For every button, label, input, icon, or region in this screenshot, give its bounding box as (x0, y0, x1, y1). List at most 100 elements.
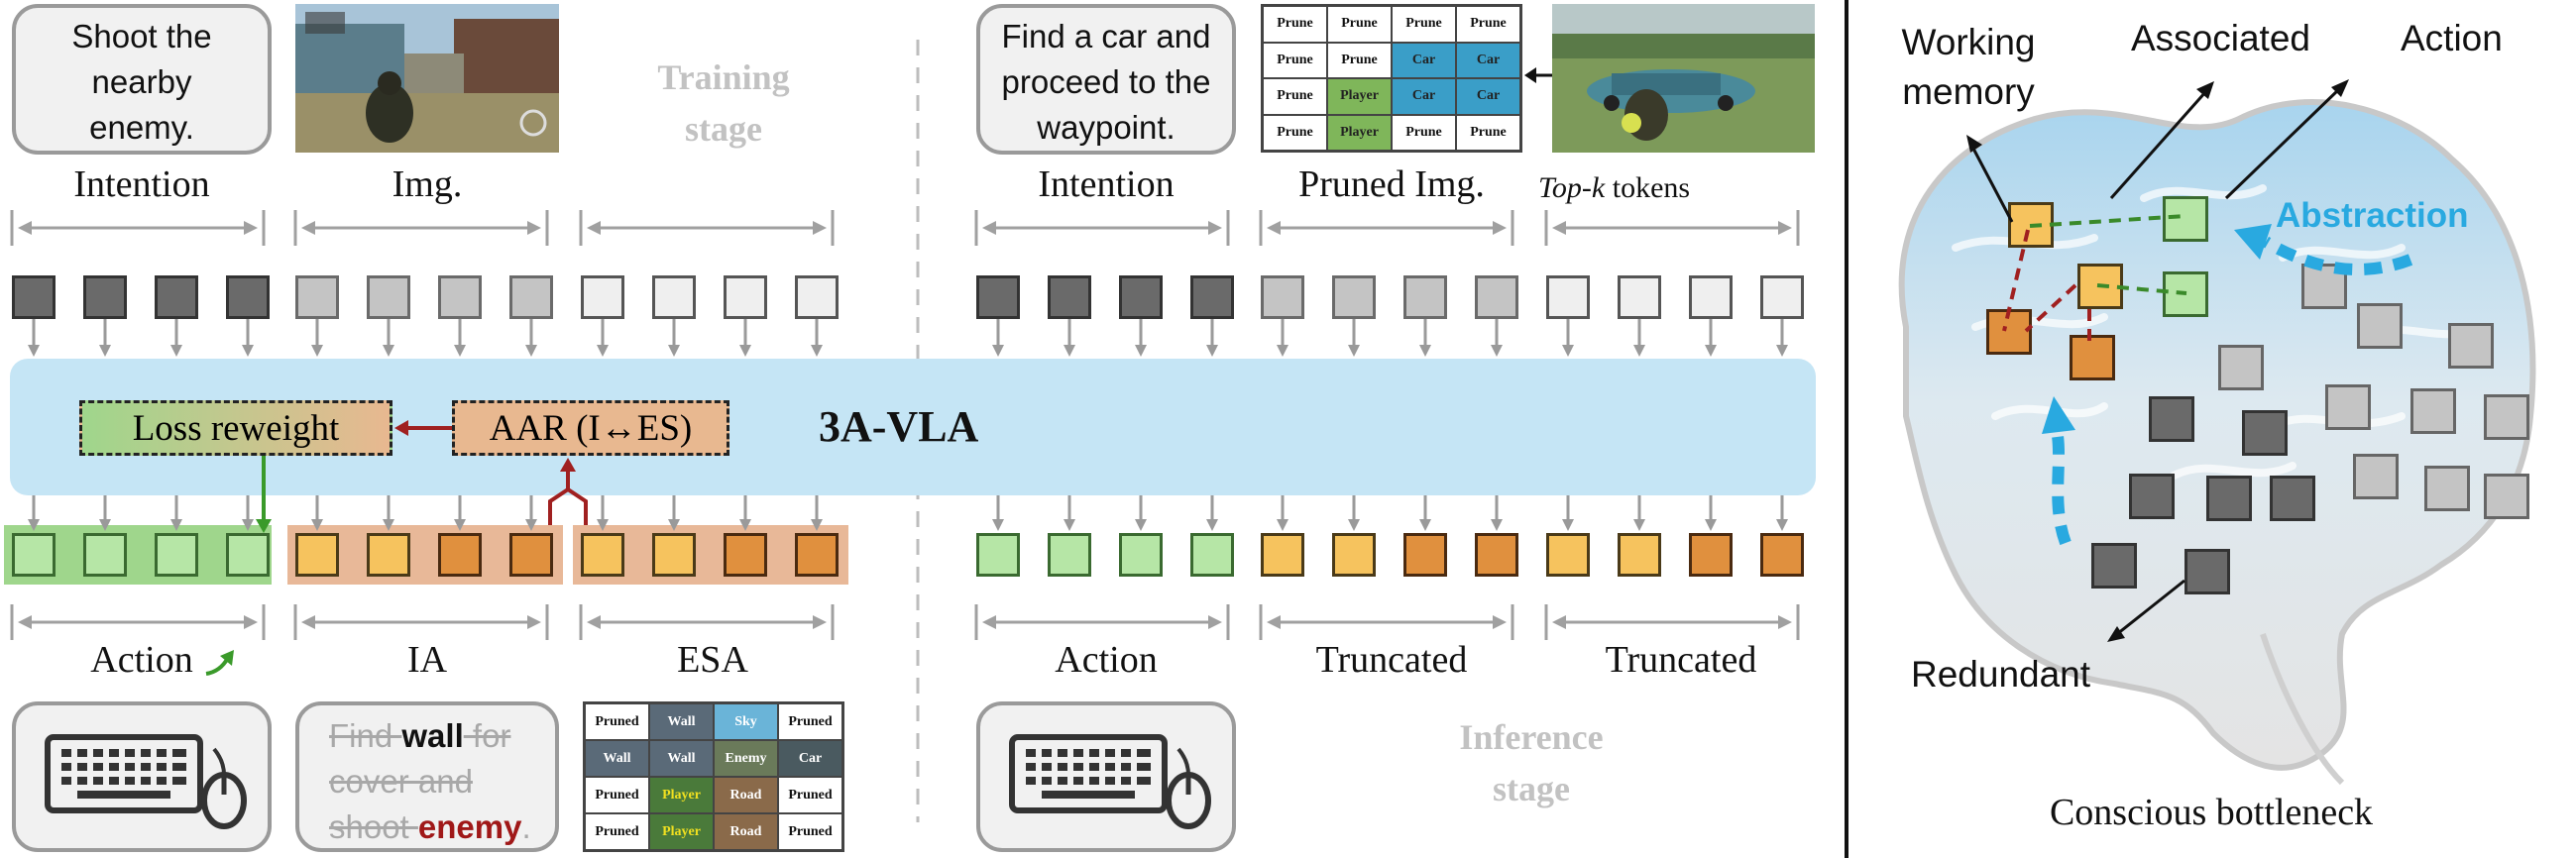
brain-token (2484, 394, 2529, 440)
input-token (976, 275, 1020, 319)
training-intention-label: Intention (73, 163, 210, 205)
training-action-label: Action (90, 639, 193, 681)
output-token (1475, 533, 1518, 577)
input-token (652, 275, 696, 319)
output-token (1760, 533, 1804, 577)
ia-text-box: Find wall for cover and shoot enemy. (295, 701, 559, 852)
inference-stage-label: Inference stage (1459, 717, 1604, 808)
grid-cell: Sky (714, 703, 778, 740)
inference-keyboard-box (976, 701, 1236, 852)
input-token (83, 275, 127, 319)
topk-tokens-caption: Top-k tokens (1538, 171, 1691, 204)
grid-cell: Player (649, 777, 714, 813)
grid-cell: Car (1456, 78, 1520, 115)
inference-game-screenshot (1552, 4, 1815, 153)
training-esa-label: ESA (677, 639, 748, 681)
brain-token (2357, 303, 2403, 349)
keyboard-mouse-icon (45, 734, 247, 829)
grid-cell: Prune (1456, 114, 1520, 151)
input-token (509, 275, 553, 319)
brain-token (2070, 335, 2115, 380)
brain-token (2206, 476, 2252, 521)
output-token (1048, 533, 1091, 577)
output-token (976, 533, 1020, 577)
input-token (1048, 275, 1091, 319)
brain-token (2091, 543, 2137, 589)
brain-token (2008, 202, 2054, 248)
keyboard-mouse-icon (1009, 734, 1211, 829)
loss-reweight-box: Loss reweight (79, 400, 392, 456)
input-token (1475, 275, 1518, 319)
pruned-img-label: Pruned Img. (1298, 163, 1485, 205)
grid-cell: Car (778, 740, 842, 777)
input-token (1618, 275, 1661, 319)
grid-cell: Wall (585, 740, 649, 777)
brain-token (2301, 264, 2347, 309)
grid-cell: Prune (1327, 6, 1392, 43)
abstraction-label: Abstraction (2276, 196, 2469, 235)
grid-cell: Road (714, 813, 778, 850)
brain-token (2129, 474, 2175, 519)
grid-cell: Prune (1392, 114, 1456, 151)
training-ia-label: IA (406, 639, 448, 681)
output-token (1119, 533, 1163, 577)
output-token (1261, 533, 1304, 577)
working-memory-label: Working memory (1901, 22, 2036, 112)
brain-token (2163, 271, 2208, 317)
grid-cell: Pruned (778, 813, 842, 850)
aar-box: AAR (I↔ES) (452, 400, 729, 456)
input-token (226, 275, 270, 319)
input-token (1332, 275, 1376, 319)
output-token (226, 533, 270, 577)
brain-token (2484, 474, 2529, 519)
grid-cell: Pruned (778, 777, 842, 813)
input-token (367, 275, 410, 319)
output-token (1546, 533, 1590, 577)
input-token (1261, 275, 1304, 319)
input-token (1119, 275, 1163, 319)
redundant-label: Redundant (1911, 654, 2091, 695)
training-game-screenshot (295, 4, 559, 153)
brain-token (2242, 410, 2288, 456)
input-token (581, 275, 624, 319)
training-intention-box: Shoot the nearby enemy. (12, 4, 272, 155)
training-stage-label: Training stage (657, 57, 790, 149)
grid-cell: Player (1327, 114, 1392, 151)
input-token (1689, 275, 1733, 319)
input-token (12, 275, 56, 319)
inference-truncated-label-2: Truncated (1605, 639, 1757, 681)
input-token (155, 275, 198, 319)
grid-cell: Enemy (714, 740, 778, 777)
grid-cell: Wall (649, 740, 714, 777)
brain-diagram (1898, 99, 2536, 786)
brain-token (2218, 345, 2264, 390)
inference-intention-label: Intention (1038, 163, 1175, 205)
input-token (1403, 275, 1447, 319)
model-name: 3A-VLA (819, 402, 979, 451)
brain-token (2353, 454, 2399, 499)
brain-token (1986, 309, 2032, 355)
grid-cell: Car (1392, 42, 1456, 78)
inference-intention-box: Find a car and proceed to the waypoint. (976, 4, 1236, 155)
grid-cell: Prune (1327, 42, 1392, 78)
inference-truncated-label-1: Truncated (1315, 639, 1468, 681)
grid-cell: Road (714, 777, 778, 813)
output-token (1332, 533, 1376, 577)
output-token (83, 533, 127, 577)
grid-cell: Pruned (585, 777, 649, 813)
output-token (581, 533, 624, 577)
training-img-label: Img. (392, 163, 463, 205)
output-token (724, 533, 767, 577)
brain-action-label: Action (2401, 18, 2503, 58)
brain-token (2149, 396, 2194, 442)
brain-token (2448, 323, 2494, 369)
output-token (295, 533, 339, 577)
grid-cell: Player (1327, 78, 1392, 115)
pruned-grid-arrow (1524, 63, 1554, 92)
output-token (12, 533, 56, 577)
brain-token (2410, 388, 2456, 434)
input-token (1190, 275, 1234, 319)
